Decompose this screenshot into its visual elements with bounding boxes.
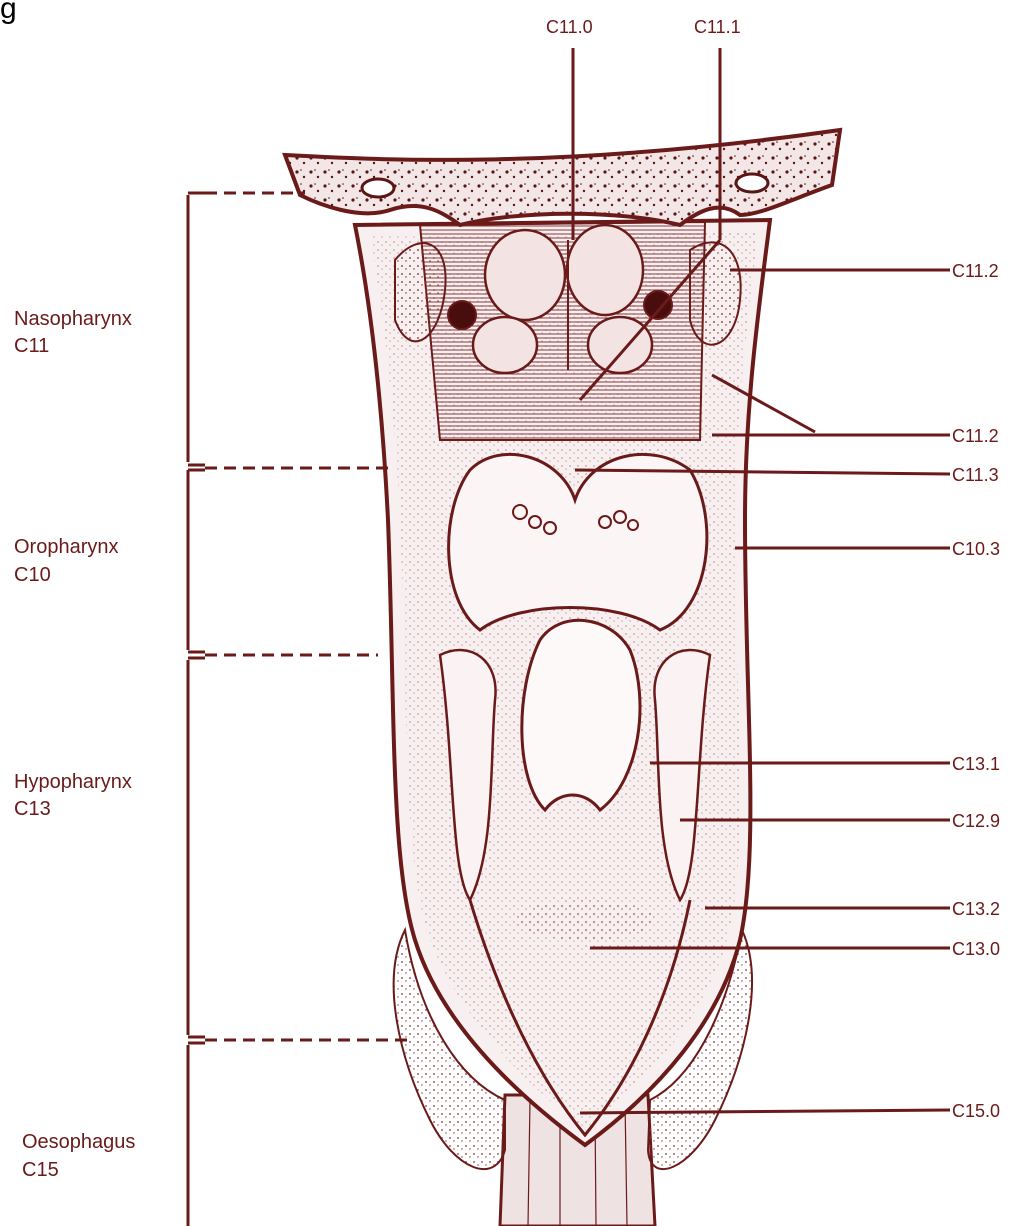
region-oropharynx-code: C10	[14, 564, 51, 586]
nasopharynx-roof	[420, 222, 705, 440]
region-oesophagus-code: C15	[22, 1159, 59, 1181]
label-c13-2: C13.2	[952, 899, 1000, 919]
posterior-wall-shade	[515, 900, 655, 940]
region-hypopharynx-name: Hypopharynx	[14, 771, 132, 793]
region-hypopharynx-code: C13	[14, 798, 51, 820]
label-c13-1: C13.1	[952, 754, 1000, 774]
label-c11-0: C11.0	[546, 17, 593, 37]
region-braces	[188, 193, 205, 1226]
label-c13-0: C13.0	[952, 939, 1000, 959]
label-c15-0: C15.0	[952, 1101, 1000, 1121]
label-c11-3: C11.3	[952, 465, 999, 485]
label-c11-2-lower: C11.2	[952, 426, 999, 446]
label-c11-1: C11.1	[694, 17, 741, 37]
label-c11-2-upper: C11.2	[952, 261, 999, 281]
label-c10-3: C10.3	[952, 539, 1000, 559]
right-foramen	[736, 174, 768, 192]
region-oesophagus-name: Oesophagus	[22, 1131, 135, 1153]
label-c12-9: C12.9	[952, 811, 1000, 831]
epiglottis	[522, 620, 640, 810]
left-foramen	[362, 179, 394, 197]
region-nasopharynx-name: Nasopharynx	[14, 308, 132, 330]
region-nasopharynx-code: C11	[14, 335, 49, 357]
region-oropharynx-name: Oropharynx	[14, 536, 119, 558]
